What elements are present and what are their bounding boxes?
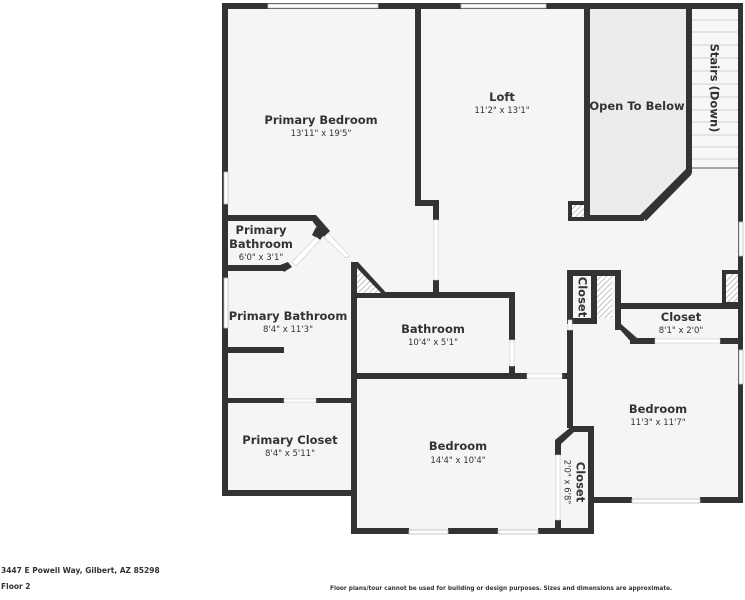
room-name-primary-bathroom: Primary Bathroom (229, 309, 348, 323)
disclaimer-text: Floor plans/tour cannot be used for buil… (330, 586, 673, 592)
room-name-primary-bedroom: Primary Bedroom (264, 113, 377, 127)
room-name-closet-lower: Closet (574, 462, 588, 503)
open-to-below-area (587, 8, 688, 218)
room-name-hall-closet: Closet (576, 277, 590, 318)
room-dims-bedroom-right: 11'3" x 11'7" (630, 418, 685, 428)
room-dims-primary-closet: 8'4" x 5'11" (265, 449, 315, 459)
room-name-bedroom-center: Bedroom (429, 439, 487, 453)
floor-label: Floor 2 (1, 582, 31, 591)
stairs-area (690, 8, 740, 168)
windows (223, 3, 744, 535)
room-name-loft: Loft (489, 90, 515, 104)
stair-treads (690, 19, 738, 169)
room-dims-primary-bathroom-small: 6'0" x 3'1" (239, 253, 284, 263)
room-name-open-to-below: Open To Below (589, 99, 685, 113)
room-labels: Primary Bedroom 13'11" x 19'5" Loft 11'2… (229, 44, 722, 505)
room-name-bedroom-right: Bedroom (629, 402, 687, 416)
hatched-shafts (357, 205, 738, 318)
room-dims-bathroom: 10'4" x 5'1" (408, 338, 458, 348)
room-dims-bedroom-center: 14'4" x 10'4" (430, 456, 485, 466)
room-dims-closet-upper: 8'1" x 2'0" (659, 326, 704, 336)
room-dims-loft: 11'2" x 13'1" (474, 106, 529, 116)
room-dims-primary-bathroom: 8'4" x 11'3" (263, 325, 313, 335)
door-openings (283, 219, 721, 521)
room-dims-closet-lower: 2'0" x 6'8" (562, 460, 572, 505)
room-name-bathroom: Bathroom (401, 322, 465, 336)
room-dims-primary-bedroom: 13'11" x 19'5" (291, 129, 352, 139)
room-name-closet-upper: Closet (661, 310, 702, 324)
room-name-primary-bathroom-small-l1: Primary (236, 223, 287, 237)
room-name-primary-bathroom-small-l2: Bathroom (229, 237, 293, 251)
property-address: 3447 E Powell Way, Gilbert, AZ 85298 (1, 566, 160, 575)
floor-fills (226, 4, 742, 531)
room-name-primary-closet: Primary Closet (242, 433, 338, 447)
room-name-stairs: Stairs (Down) (708, 44, 722, 133)
